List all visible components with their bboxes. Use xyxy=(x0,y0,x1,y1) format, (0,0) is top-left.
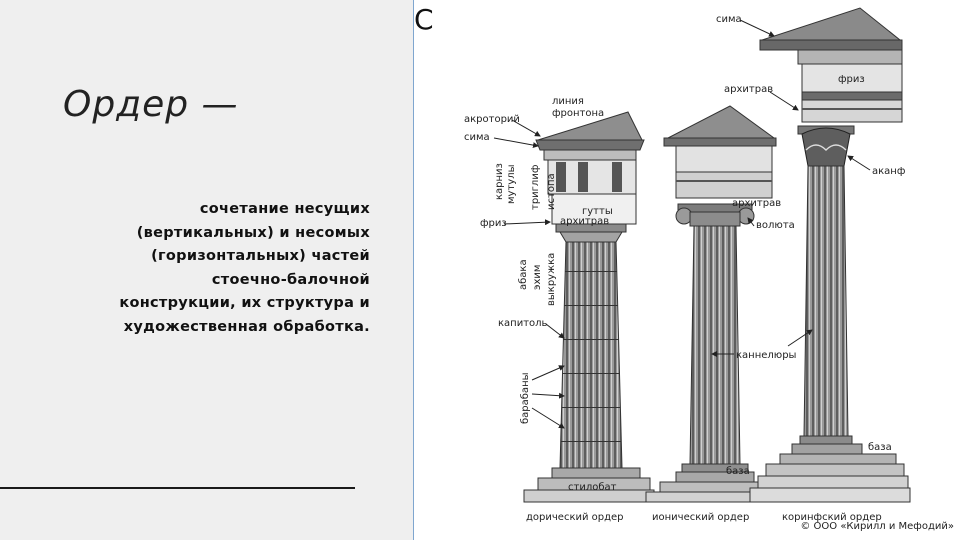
label-mutuly: мутулы xyxy=(506,165,517,205)
label-liniya: линия xyxy=(552,96,584,107)
label-baza-ion: база xyxy=(726,466,750,477)
orders-figure: сима архитрав фриз линия фронтона акрото… xyxy=(440,0,960,540)
label-vykruzhka: выкружка xyxy=(546,253,557,306)
caption-corinthian: коринфский ордер xyxy=(782,512,882,523)
label-akanf: аканф xyxy=(872,166,905,177)
doric-order xyxy=(523,111,655,503)
label-frontona: фронтона xyxy=(552,108,604,119)
text-panel xyxy=(0,0,413,540)
orders-illustration: сима архитрав фриз линия фронтона акрото… xyxy=(464,7,911,523)
label-kannelyury: каннелюры xyxy=(736,350,796,361)
label-sima-top: сима xyxy=(716,14,742,25)
label-stilobat: стилобат xyxy=(568,482,617,493)
label-sima-left: сима xyxy=(464,132,490,143)
label-friz-cor: фриз xyxy=(838,74,865,85)
label-akroterij: акроторий xyxy=(464,114,520,125)
caption-ionic: ионический ордер xyxy=(652,512,749,523)
slide-title: Ордер — xyxy=(63,84,239,125)
panel-divider xyxy=(413,0,414,540)
caption-doric: дорический ордер xyxy=(526,512,624,523)
label-abaka: абака xyxy=(518,259,529,290)
label-arkhitrav-ion: архитрав xyxy=(732,198,781,209)
label-baza-cor: база xyxy=(868,442,892,453)
slide-body-text: сочетание несущих (вертикальных) и несом… xyxy=(119,201,370,335)
label-barabany: барабаны xyxy=(520,373,531,425)
label-triglif: триглиф xyxy=(530,165,541,210)
label-friz-left: фриз xyxy=(480,218,507,229)
ionic-order xyxy=(645,105,777,503)
corinthian-order xyxy=(749,7,911,503)
label-ekhim: эхим xyxy=(532,265,543,290)
label-arkhitrav-top: архитрав xyxy=(724,84,773,95)
label-karniz: карниз xyxy=(494,163,505,200)
figure-labels: сима архитрав фриз линия фронтона акрото… xyxy=(464,14,905,523)
label-arkhitrav-dor: архитрав xyxy=(560,216,609,227)
stray-letter: С xyxy=(414,3,434,36)
label-istopa: истопа xyxy=(546,173,557,210)
label-gutty: гутты xyxy=(582,206,613,217)
label-voluta: волюта xyxy=(756,220,795,231)
horizontal-rule xyxy=(0,487,355,489)
label-kapitol: капитоль xyxy=(498,318,548,329)
copyright-text: © ООО «Кирилл и Мефодий» xyxy=(800,521,954,532)
